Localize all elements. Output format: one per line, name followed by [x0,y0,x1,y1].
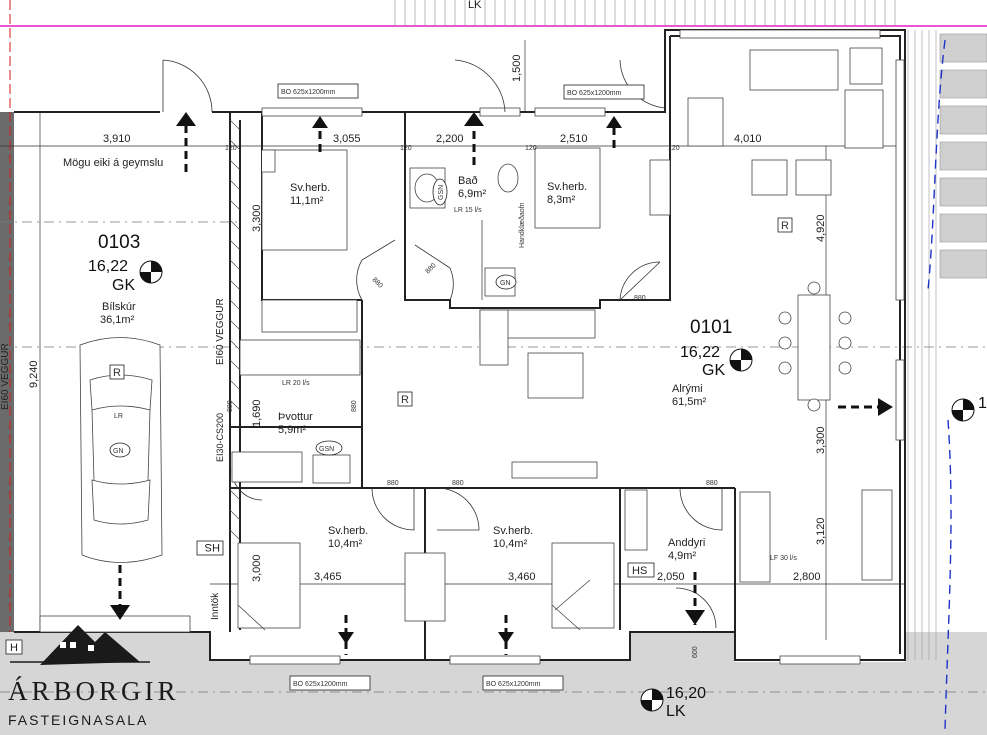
label-boxes [5,83,793,691]
dim-2050: 2,050 [657,571,685,583]
bo-top-right: BO 625x1200mm [567,90,622,97]
bo-bottom-right: BO 625x1200mm [486,681,541,688]
bed2-name: Sv.herb. [547,181,587,193]
garage-level: 16,22 [88,258,128,275]
living-furniture [231,47,893,622]
moguleiki-label: Mögu eiki á geymslu [63,157,163,169]
ei30-label: EI30-CS200 [215,413,225,462]
garage-name: Bílskúr [102,301,136,313]
ei60-mid: EI60 VEGGUR [215,298,226,365]
garage-lr: LR [114,413,123,420]
dim-3465: 3,465 [314,571,342,583]
bed3-name: Sv.herb. [328,525,368,537]
bed4-name: Sv.herb. [493,525,533,537]
blue-dashed-curve [927,39,952,731]
dim-120-c: 120 [525,145,537,152]
dim-880-a: 880 [371,276,384,289]
dim-1690: 1,690 [251,399,263,427]
level-marker-fills [140,261,974,711]
dim-4920: 4,920 [815,214,827,242]
logo-sub: FASTEIGNASALA [8,712,149,728]
laundry-gsn: GSN [319,446,334,453]
dim-3300-right: 3,300 [815,426,827,454]
garage-r: R [113,367,121,379]
bo-bottom-left: BO 625x1200mm [293,681,348,688]
thvottur-area: 5,9m² [278,424,306,436]
dim-120-b: 120 [400,145,412,152]
logo-house-icon [10,625,150,665]
doors [162,59,723,629]
garage-id: 0103 [98,232,140,253]
bath-gsn: GSN [438,185,445,200]
handkl-label: Handklæðaofn [518,202,526,248]
dim-880-f: 880 [706,480,718,487]
dim-3300-left: 3,300 [251,204,263,232]
hatched-wall [229,119,241,541]
dim-9240: 9,240 [28,360,40,388]
bed3-area: 10,4m² [328,538,363,550]
bath-lr: LR 15 l/s [454,207,482,214]
dim-880-d: 880 [387,480,399,487]
main-level: 16,22 [680,344,720,361]
right-planks [939,33,987,279]
bed1-area: 11,1m² [290,195,324,207]
dim-4010: 4,010 [734,133,762,145]
main-gk: GK [702,362,725,379]
garage-gn: GN [113,448,124,455]
dim-1500: 1,500 [511,54,523,82]
anddyri-area: 4,9m² [668,550,696,562]
right-num: 1 [978,395,987,412]
dim-3055: 3,055 [333,133,361,145]
dim-120-d: 120 [668,145,680,152]
lk-bottom: LK [666,703,686,720]
bed2-area: 8,3m² [547,194,575,206]
ei60-left: EI60 VEGGUR [0,343,11,410]
bed4-area: 10,4m² [493,538,528,550]
top-deck [394,0,896,26]
bath-name: Bað [458,175,478,187]
hs-label: HS [632,565,647,577]
h-label: H [10,642,18,654]
right-deck [907,30,937,660]
alrymi-r: R [781,220,789,232]
dim-3910: 3,910 [103,133,131,145]
dim-120-a: 120 [225,145,237,152]
dim-3000: 3,000 [251,554,263,582]
thvottur-name: Þvottur [278,411,313,423]
logo-name: ÁRBORGIR [8,676,180,706]
house-bottom-cut [210,632,630,660]
dim-880-c: 880 [634,295,646,302]
dim-2800: 2,800 [793,571,821,583]
bed1-name: Sv.herb. [290,182,330,194]
garage-gk: GK [112,277,135,294]
lf30-label: LF 30 l/s [770,555,797,562]
anddyri-name: Anddyri [668,537,705,549]
dim-2200: 2,200 [436,133,464,145]
garage-area: 36,1m² [100,314,135,326]
arrow-heads [110,112,893,644]
hs-left-label: HS [205,541,220,553]
dim-880-g: 880 [227,400,234,412]
alrymi-name: Alrými [672,383,703,395]
dim-880-e: 880 [452,480,464,487]
dim-3120: 3,120 [815,517,827,545]
lk-top: LK [468,0,482,11]
dim-2510: 2,510 [560,133,588,145]
lk-bottom-level: 16,20 [666,685,706,702]
car [79,337,163,563]
inntok-label: Inntök [210,592,221,620]
beds [237,147,615,631]
lr20-label: LR 20 l/s [282,380,310,387]
bo-top-left: BO 625x1200mm [281,89,336,96]
bath-gn: GN [500,280,511,287]
dim-600: 600 [692,646,699,658]
alrymi-area: 61,5m² [672,396,707,408]
hall-r: R [401,394,409,406]
main-id: 0101 [690,317,732,338]
bath-area: 6,9m² [458,188,486,200]
dim-880-b: 880 [424,262,437,275]
dim-880-h: 880 [351,400,358,412]
dim-3460: 3,460 [508,571,536,583]
